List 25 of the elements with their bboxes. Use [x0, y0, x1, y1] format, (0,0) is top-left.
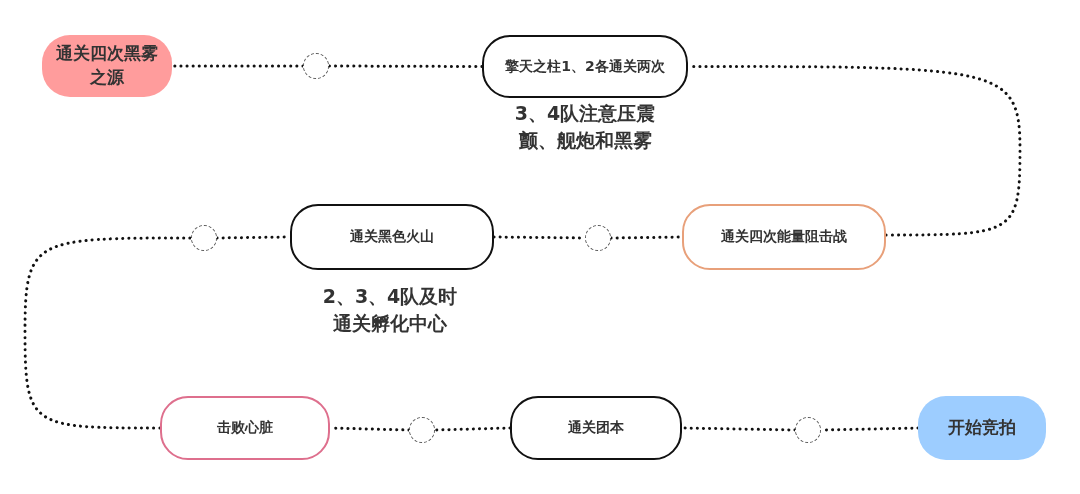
node-label: 擎天之柱1、2各通关两次: [504, 56, 666, 76]
rounded-box: [160, 396, 330, 460]
dashed-circle: [303, 53, 329, 79]
dotted-connector: [327, 64, 484, 68]
dashed-circle: [409, 417, 435, 443]
node-label: 通关四次能量阻击战: [720, 227, 848, 247]
node-label: 通关黑色火山: [349, 227, 435, 247]
rounded-box: [682, 204, 886, 270]
rounded-box: [918, 396, 1046, 460]
node-label: 通关四次黑雾之源: [55, 42, 159, 89]
note-text: 3、4队注意压震颤、舰炮和黑雾: [513, 101, 657, 153]
dotted-connector: [433, 426, 512, 432]
rounded-box: [42, 35, 172, 97]
rounded-box: [510, 396, 682, 460]
dashed-circle: [191, 225, 217, 251]
node-label: 击败心脏: [216, 418, 274, 438]
dotted-connector: [23, 236, 193, 430]
rounded-box: [482, 35, 688, 98]
node-label: 开始竞拍: [947, 416, 1017, 440]
dotted-connector: [170, 64, 305, 68]
dashed-circle: [795, 417, 821, 443]
dashed-circle: [585, 225, 611, 251]
node-label: 通关团本: [567, 418, 625, 438]
rounded-box: [290, 204, 494, 270]
note-text: 2、3、4队及时通关孵化中心: [321, 284, 459, 336]
